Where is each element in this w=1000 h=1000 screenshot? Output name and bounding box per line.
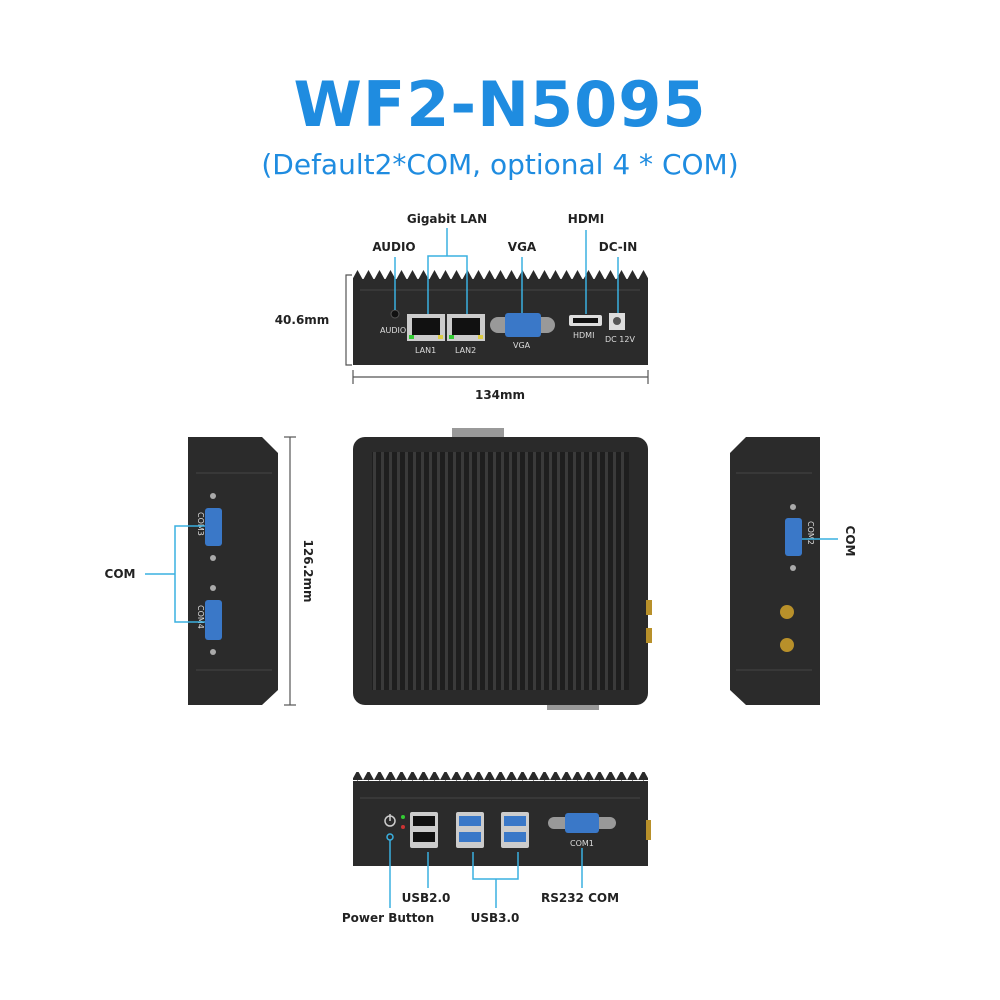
com1-print: COM1	[570, 839, 594, 848]
vga-print: VGA	[513, 341, 531, 350]
power-button-label: Power Button	[342, 911, 434, 925]
product-title: WF2-N5095	[293, 68, 707, 141]
dc-print: DC 12V	[605, 335, 635, 344]
product-subtitle: (Default2*COM, optional 4 * COM)	[261, 148, 739, 181]
dc-in-label: DC-IN	[599, 240, 638, 254]
width-dimension: 134mm	[475, 388, 525, 402]
audio-print: AUDIO	[380, 326, 406, 335]
depth-dimension: 126.2mm	[301, 540, 315, 603]
com4-print: COM4	[196, 605, 205, 629]
vga-port-icon	[505, 313, 541, 337]
vga-label: VGA	[508, 240, 537, 254]
antenna-icon	[780, 605, 794, 619]
gigabit-lan-label: Gigabit LAN	[407, 212, 487, 226]
com-right-label: COM	[843, 526, 857, 557]
com2-print: COM2	[806, 521, 815, 545]
com-left-label: COM	[105, 567, 136, 581]
com1-port-icon	[565, 813, 599, 833]
front-io-view: COM1 USB2.0 Power Button USB3.0 RS232 CO…	[342, 772, 651, 925]
usb2-label: USB2.0	[402, 891, 451, 905]
usb3-label: USB3.0	[471, 911, 520, 925]
com4-port-icon	[205, 600, 222, 640]
antenna-icon	[780, 638, 794, 652]
right-side-view: COM2 COM	[730, 437, 857, 705]
rs232-com-label: RS232 COM	[541, 891, 619, 905]
com3-port-icon	[205, 508, 222, 546]
com2-port-icon	[785, 518, 802, 556]
com3-print: COM3	[196, 512, 205, 536]
hdmi-print: HDMI	[573, 331, 594, 340]
lan2-print: LAN2	[455, 346, 476, 355]
left-side-view: COM3 COM4 COM	[105, 437, 278, 705]
lan1-print: LAN1	[415, 346, 436, 355]
top-io-view: AUDIO LAN1 LAN2 VGA HDMI DC 12V Gigabit	[275, 212, 649, 402]
hdmi-label: HDMI	[568, 212, 604, 226]
main-top-view	[353, 428, 652, 710]
height-dimension: 40.6mm	[275, 313, 330, 327]
audio-jack-icon	[390, 309, 400, 319]
audio-label: AUDIO	[372, 240, 415, 254]
